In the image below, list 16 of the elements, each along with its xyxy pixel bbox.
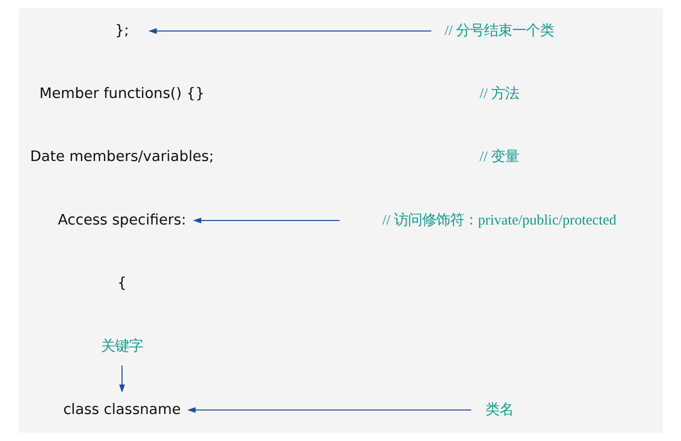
node-text: Access specifiers: xyxy=(57,212,186,228)
node-text: 关键字 xyxy=(100,338,143,355)
arrow xyxy=(118,366,124,393)
node-text: // 分号结束一个类 xyxy=(444,22,554,39)
node-text: // 变量 xyxy=(479,149,519,166)
node-text: Date members/variables; xyxy=(30,149,214,166)
node-text: class classname xyxy=(62,402,180,418)
arrow xyxy=(186,407,471,413)
arrow xyxy=(148,28,431,34)
node-text: }; xyxy=(114,22,129,39)
node-text: // 方法 xyxy=(479,86,519,102)
arrow xyxy=(192,218,340,224)
node-text: 类名 xyxy=(484,402,513,418)
node-text: // 访问修饰符：private/public/protected xyxy=(382,212,616,228)
node-text: Member functions() {} xyxy=(38,86,204,102)
node-text: { xyxy=(116,275,126,292)
